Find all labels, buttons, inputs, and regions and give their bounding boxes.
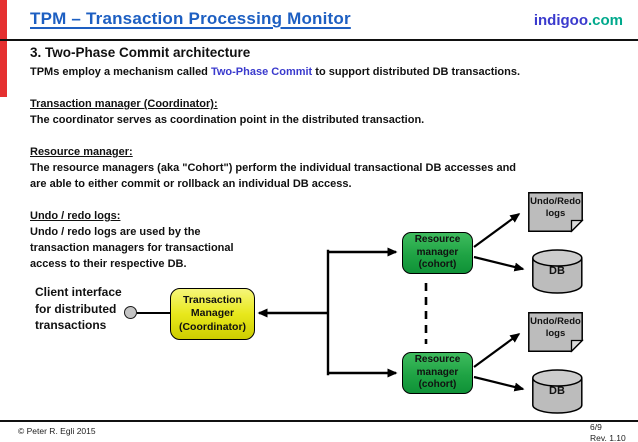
rm-label-line: manager xyxy=(416,246,459,258)
block-undo-redo-logs: Undo / redo logs: Undo / redo logs are u… xyxy=(30,208,622,272)
page-revision-block: 6/9 Rev. 1.10 xyxy=(590,422,626,442)
header-divider xyxy=(0,39,638,41)
logs-label-bottom: Undo/Redo logs xyxy=(528,316,583,339)
brand-tld: .com xyxy=(587,12,623,29)
db-label-bottom: DB xyxy=(549,385,565,397)
logs-label-line: Undo/Redo xyxy=(530,316,581,327)
block-line: transaction managers for transactional xyxy=(30,242,234,254)
client-label-line: transactions xyxy=(35,318,107,332)
block-line: Undo / redo logs are used by the xyxy=(30,226,201,238)
block-line: access to their respective DB. xyxy=(30,258,187,270)
brand-name: indigoo xyxy=(533,12,588,29)
tm-label-line: Manager xyxy=(190,307,235,320)
accent-red-bar xyxy=(0,0,7,97)
footer-divider xyxy=(0,420,638,422)
block-heading: Resource manager: xyxy=(30,146,133,158)
block-line: The coordinator serves as coordination p… xyxy=(30,114,425,126)
block-line: The resource managers (aka "Cohort") per… xyxy=(30,162,517,174)
tm-label-line: (Coordinator) xyxy=(178,320,247,333)
client-port-circle xyxy=(124,306,137,319)
block-line: are able to either commit or rollback an… xyxy=(30,178,352,190)
revision-number: Rev. 1.10 xyxy=(590,432,626,442)
resource-manager-box-top: Resource manager (cohort) xyxy=(402,232,473,274)
intro-line: TPMs employ a mechanism called Two-Phase… xyxy=(30,64,622,80)
client-interface-label: Client interface for distributed transac… xyxy=(35,284,122,334)
logs-label-top: Undo/Redo logs xyxy=(528,196,583,219)
text-content: 3. Two-Phase Commit architecture TPMs em… xyxy=(30,45,622,272)
rm-label-line: manager xyxy=(416,366,459,378)
tm-label-line: Transaction xyxy=(183,293,242,306)
rm-label-line: (cohort) xyxy=(418,379,457,391)
slide-header-title: TPM – Transaction Processing Monitor xyxy=(30,9,351,28)
rm-label-line: Resource xyxy=(414,234,461,246)
client-label-line: for distributed xyxy=(35,301,117,316)
intro-post: to support distributed DB transactions. xyxy=(312,66,521,78)
db-label-top: DB xyxy=(549,265,565,277)
logs-label-line: Undo/Redo xyxy=(530,196,581,207)
rm-label-line: (cohort) xyxy=(418,259,457,271)
transaction-manager-box: Transaction Manager (Coordinator) xyxy=(170,288,255,340)
brand-logo: indigoo.com xyxy=(534,12,623,29)
block-resource-manager: Resource manager: The resource managers … xyxy=(30,144,622,192)
client-label-line: Client interface xyxy=(35,285,122,299)
block-transaction-manager: Transaction manager (Coordinator): The c… xyxy=(30,96,622,128)
section-title: 3. Two-Phase Commit architecture xyxy=(30,45,251,60)
page-number: 6/9 xyxy=(590,422,602,432)
logs-label-line: logs xyxy=(545,207,566,219)
block-heading: Transaction manager (Coordinator): xyxy=(30,98,218,110)
block-heading: Undo / redo logs: xyxy=(30,210,121,222)
resource-manager-box-bottom: Resource manager (cohort) xyxy=(402,352,473,394)
intro-pre: TPMs employ a mechanism called xyxy=(30,66,211,78)
intro-highlight: Two-Phase Commit xyxy=(210,66,313,78)
logs-label-line: logs xyxy=(545,327,566,339)
rm-label-line: Resource xyxy=(414,354,461,366)
copyright-text: © Peter R. Egli 2015 xyxy=(18,426,96,436)
